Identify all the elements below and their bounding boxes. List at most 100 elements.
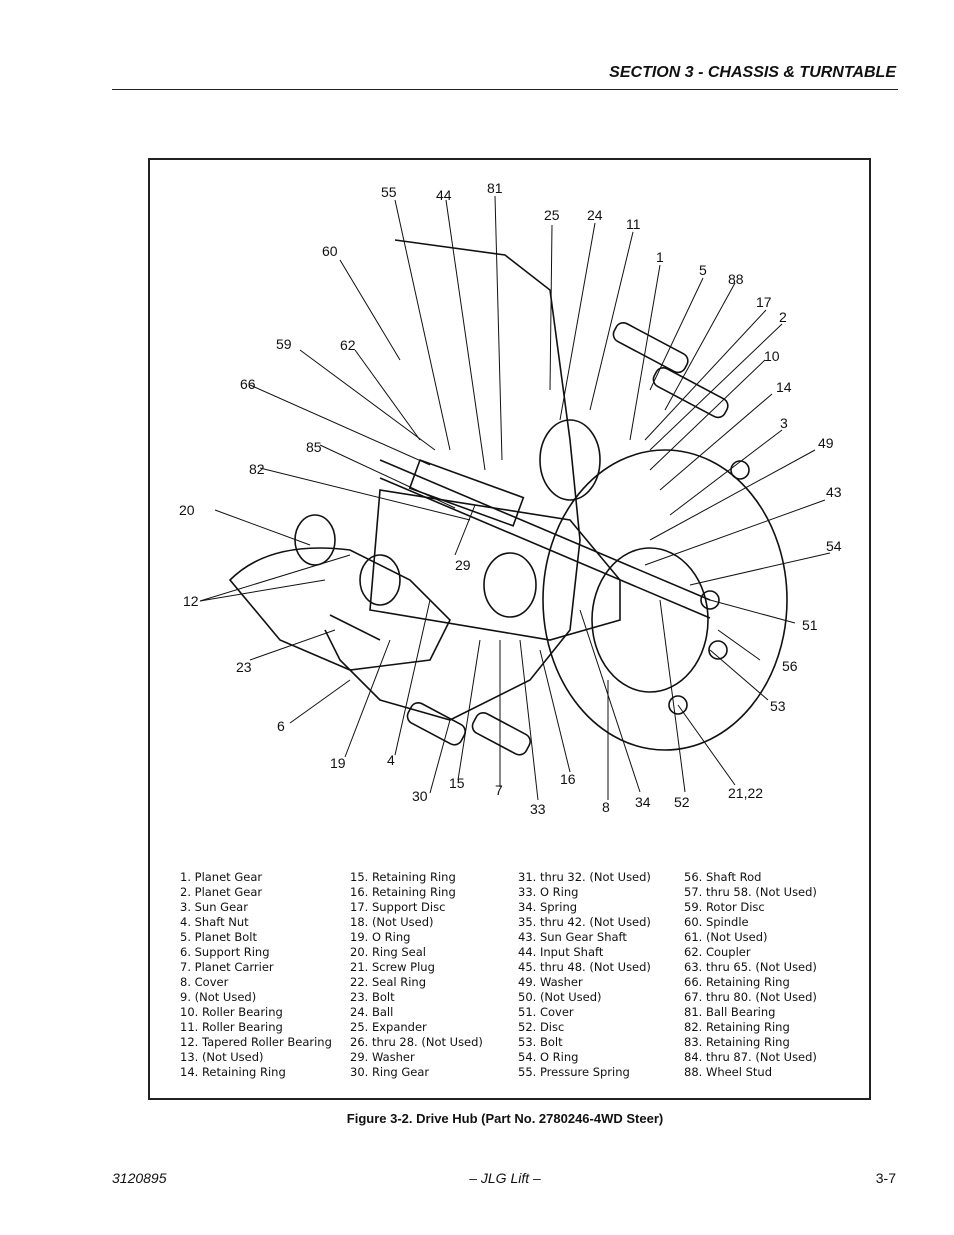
legend-item: 24. Ball: [350, 1005, 394, 1019]
legend-item: 59. Rotor Disc: [684, 900, 765, 914]
callout-25: 25: [544, 207, 560, 223]
legend-column-4: 56. Shaft Rod 57. thru 58. (Not Used) 59…: [684, 870, 854, 1080]
legend-item: 81. Ball Bearing: [684, 1005, 776, 1019]
parts-legend: 1. Planet Gear 2. Planet Gear 3. Sun Gea…: [180, 870, 860, 1080]
legend-item: 61. (Not Used): [684, 930, 768, 944]
callout-55: 55: [381, 184, 397, 200]
legend-item: 67. thru 80. (Not Used): [684, 990, 817, 1004]
wheel-hub-ring: [591, 547, 709, 693]
footer-page-number: 3-7: [875, 1170, 896, 1186]
wheel-face: [542, 449, 788, 751]
callout-85: 85: [306, 439, 322, 455]
callout-49: 49: [818, 435, 834, 451]
legend-item: 5. Planet Bolt: [180, 930, 257, 944]
callout-11: 11: [626, 216, 641, 232]
callout-17: 17: [756, 294, 772, 310]
callout-10: 10: [764, 348, 780, 364]
legend-item: 57. thru 58. (Not Used): [684, 885, 817, 899]
header-rule: [112, 89, 898, 90]
callout-53: 53: [770, 698, 786, 714]
planet-gear-lower: [483, 552, 537, 618]
legend-item: 49. Washer: [518, 975, 583, 989]
callout-51: 51: [802, 617, 818, 633]
legend-item: 54. O Ring: [518, 1050, 579, 1064]
callout-24: 24: [587, 207, 603, 223]
wheel-stud-top: [612, 322, 689, 374]
hub-housing: [324, 239, 581, 721]
legend-item: 55. Pressure Spring: [518, 1065, 630, 1079]
legend-item: 84. thru 87. (Not Used): [684, 1050, 817, 1064]
legend-item: 45. thru 48. (Not Used): [518, 960, 651, 974]
callout-2: 2: [779, 309, 787, 325]
callout-3: 3: [780, 415, 788, 431]
legend-item: 18. (Not Used): [350, 915, 434, 929]
callout-66: 66: [240, 376, 256, 392]
legend-item: 6. Support Ring: [180, 945, 270, 959]
figure-frame: 55 44 81 25 24 11 1 5 88 17 2 10 14 3 49…: [148, 158, 871, 1100]
callout-54: 54: [826, 538, 842, 554]
legend-item: 14. Retaining Ring: [180, 1065, 286, 1079]
legend-item: 26. thru 28. (Not Used): [350, 1035, 483, 1049]
legend-item: 20. Ring Seal: [350, 945, 426, 959]
legend-item: 34. Spring: [518, 900, 578, 914]
tapered-roller-bearing: [359, 554, 401, 606]
legend-item: 15. Retaining Ring: [350, 870, 456, 884]
callout-19: 19: [330, 755, 346, 771]
legend-item: 21. Screw Plug: [350, 960, 435, 974]
ring-gear-outline: [369, 489, 621, 641]
legend-item: 12. Tapered Roller Bearing: [180, 1035, 332, 1049]
callout-52: 52: [674, 794, 690, 810]
legend-column-2: 15. Retaining Ring 16. Retaining Ring 17…: [350, 870, 518, 1080]
callout-4: 4: [387, 752, 395, 768]
legend-item: 62. Coupler: [684, 945, 751, 959]
legend-item: 43. Sun Gear Shaft: [518, 930, 627, 944]
legend-item: 23. Bolt: [350, 990, 395, 1004]
legend-item: 53. Bolt: [518, 1035, 563, 1049]
callout-30: 30: [412, 788, 428, 804]
pressure-spring: [408, 458, 525, 527]
legend-item: 1. Planet Gear: [180, 870, 263, 884]
wheel-stud-low-2: [471, 712, 531, 756]
callout-62: 62: [340, 337, 356, 353]
legend-item: 17. Support Disc: [350, 900, 446, 914]
callout-23: 23: [236, 659, 252, 675]
legend-column-3: 31. thru 32. (Not Used) 33. O Ring 34. S…: [518, 870, 684, 1080]
callout-43: 43: [826, 484, 842, 500]
callout-15: 15: [449, 775, 465, 791]
callout-20: 20: [179, 502, 195, 518]
footer-doc-number: 3120895: [112, 1170, 167, 1186]
callout-14: 14: [776, 379, 792, 395]
legend-item: 29. Washer: [350, 1050, 415, 1064]
callout-1: 1: [656, 249, 664, 265]
section-title: SECTION 3 - CHASSIS & TURNTABLE: [609, 64, 896, 81]
legend-item: 52. Disc: [518, 1020, 565, 1034]
callout-21-22: 21,22: [728, 785, 763, 801]
callout-34: 34: [635, 794, 651, 810]
legend-item: 16. Retaining Ring: [350, 885, 456, 899]
legend-item: 11. Roller Bearing: [180, 1020, 283, 1034]
legend-item: 60. Spindle: [684, 915, 749, 929]
callout-88: 88: [728, 271, 744, 287]
callout-8: 8: [602, 799, 610, 815]
legend-item: 66. Retaining Ring: [684, 975, 790, 989]
legend-item: 13. (Not Used): [180, 1050, 264, 1064]
legend-column-1: 1. Planet Gear 2. Planet Gear 3. Sun Gea…: [180, 870, 350, 1080]
callout-33: 33: [530, 801, 546, 817]
callout-60: 60: [322, 243, 338, 259]
callout-12: 12: [183, 593, 199, 609]
legend-item: 44. Input Shaft: [518, 945, 604, 959]
callout-5: 5: [699, 262, 707, 278]
legend-item: 8. Cover: [180, 975, 229, 989]
callout-6: 6: [277, 718, 285, 734]
legend-item: 31. thru 32. (Not Used): [518, 870, 651, 884]
legend-item: 4. Shaft Nut: [180, 915, 249, 929]
legend-item: 63. thru 65. (Not Used): [684, 960, 817, 974]
callout-7: 7: [495, 782, 503, 798]
callout-59: 59: [276, 336, 292, 352]
drive-hub-drawing: 55 44 81 25 24 11 1 5 88 17 2 10 14 3 49…: [179, 180, 842, 817]
legend-item: 3. Sun Gear: [180, 900, 248, 914]
legend-item: 51. Cover: [518, 1005, 574, 1019]
wheel-stud-mid: [652, 367, 729, 419]
legend-item: 10. Roller Bearing: [180, 1005, 283, 1019]
callout-16: 16: [560, 771, 576, 787]
